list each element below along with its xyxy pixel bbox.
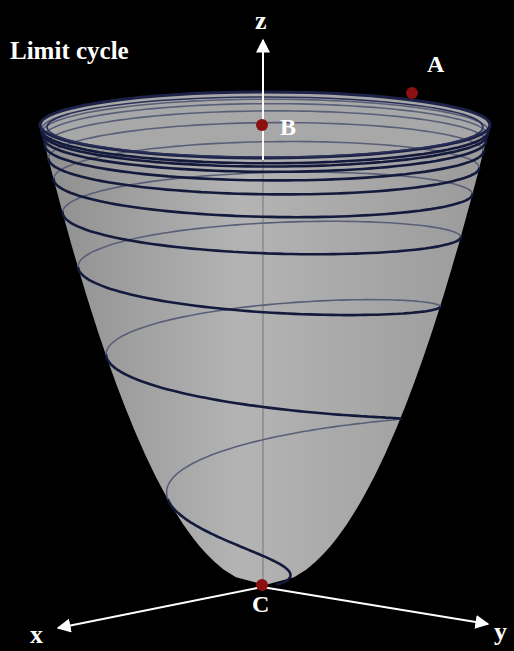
trajectory-segment [168, 499, 291, 584]
rim-inner [40, 92, 490, 158]
trajectory-segment [106, 300, 440, 357]
point-c-dot [256, 579, 268, 591]
point-label: A [427, 52, 444, 76]
point-label: B [280, 115, 296, 139]
trajectory-front [41, 129, 488, 585]
trajectory-segment [106, 355, 400, 419]
y-axis [262, 587, 488, 624]
point-b-dot [256, 119, 268, 131]
trajectory-segment [45, 111, 486, 146]
trajectory-segment [78, 267, 440, 315]
z-axis [262, 40, 264, 160]
axis-label: z [255, 8, 267, 34]
paraboloid-surface [40, 92, 490, 585]
trajectory-segment [78, 221, 461, 268]
point-label: C [252, 592, 269, 616]
limit-cycle-inner [47, 97, 483, 157]
trajectory-segment [167, 419, 401, 501]
trajectory-segment [42, 99, 489, 134]
diagram-title-label: Limit cycle [10, 38, 129, 63]
point-a-dot [406, 87, 418, 99]
axis-label: y [494, 619, 507, 645]
axis-label: x [30, 622, 43, 648]
x-axis [58, 587, 262, 628]
limit-cycle [40, 92, 490, 158]
